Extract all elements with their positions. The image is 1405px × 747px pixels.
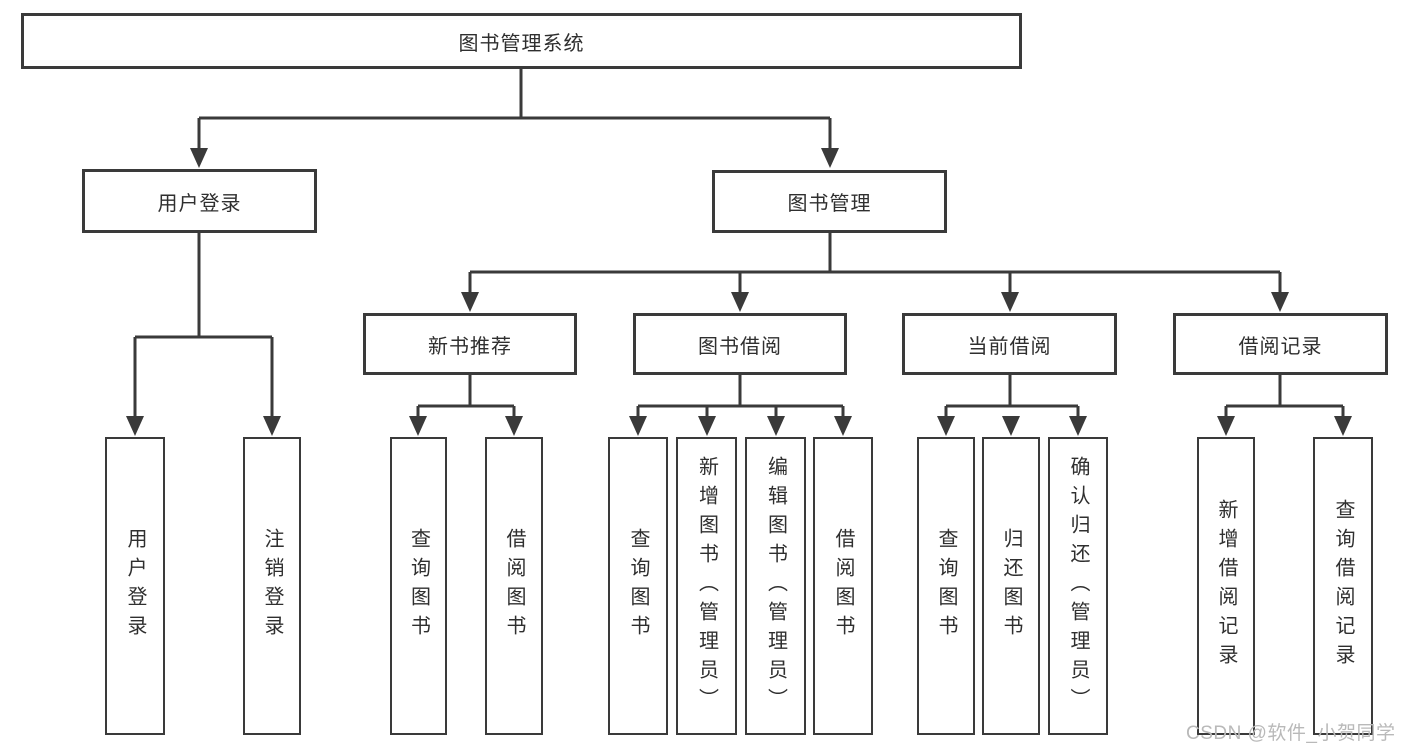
node-book-borrow: 图书借阅: [633, 313, 847, 375]
node-root-label: 图书管理系统: [458, 32, 585, 55]
leaf-logout-label: 注销登录: [261, 528, 283, 644]
leaf-borrow-query-book-label: 查询图书: [627, 528, 649, 644]
node-new-book-recommend-label: 新书推荐: [428, 335, 512, 358]
leaf-recommend-borrow-book-label: 借阅图书: [503, 528, 525, 644]
leaf-user-login-label: 用户登录: [124, 528, 146, 644]
node-borrow-records: 借阅记录: [1173, 313, 1388, 375]
leaf-borrow-book: 借阅图书: [813, 437, 873, 735]
node-borrow-records-label: 借阅记录: [1238, 335, 1323, 358]
node-book-borrow-label: 图书借阅: [698, 335, 782, 358]
node-user-login: 用户登录: [82, 169, 317, 233]
leaf-borrow-query-book: 查询图书: [608, 437, 668, 735]
leaf-recommend-borrow-book: 借阅图书: [485, 437, 543, 735]
leaf-recommend-query-book-label: 查询图书: [407, 528, 430, 644]
leaf-query-borrow-record-label: 查询借阅记录: [1332, 499, 1354, 673]
leaf-logout: 注销登录: [243, 437, 301, 735]
node-current-borrow-label: 当前借阅: [967, 335, 1052, 358]
leaf-add-borrow-record: 新增借阅记录: [1197, 437, 1255, 735]
node-book-management-label: 图书管理: [787, 193, 872, 215]
node-book-management: 图书管理: [712, 170, 947, 233]
leaf-add-book-admin-label: 新增图书（管理员）: [695, 455, 718, 717]
leaf-user-login: 用户登录: [105, 437, 165, 735]
csdn-watermark: CSDN @软件_小贺同学: [1186, 723, 1396, 744]
leaf-query-borrow-record: 查询借阅记录: [1313, 437, 1373, 735]
leaf-confirm-return-admin-label: 确认归还（管理员）: [1067, 455, 1089, 717]
leaf-edit-book-admin: 编辑图书（管理员）: [745, 437, 806, 735]
leaf-return-book-label: 归还图书: [1000, 528, 1022, 644]
leaf-current-query-book: 查询图书: [917, 437, 975, 735]
node-current-borrow: 当前借阅: [902, 313, 1117, 375]
leaf-confirm-return-admin: 确认归还（管理员）: [1048, 437, 1108, 735]
leaf-borrow-book-label: 借阅图书: [832, 528, 854, 644]
node-user-login-label: 用户登录: [157, 192, 242, 215]
leaf-add-book-admin: 新增图书（管理员）: [676, 437, 737, 735]
node-new-book-recommend: 新书推荐: [363, 313, 577, 375]
leaf-current-query-book-label: 查询图书: [935, 528, 957, 644]
leaf-return-book: 归还图书: [982, 437, 1040, 735]
leaf-edit-book-admin-label: 编辑图书（管理员）: [764, 455, 787, 717]
leaf-add-borrow-record-label: 新增借阅记录: [1215, 499, 1237, 673]
node-root: 图书管理系统: [21, 13, 1022, 69]
leaf-recommend-query-book: 查询图书: [390, 437, 447, 735]
